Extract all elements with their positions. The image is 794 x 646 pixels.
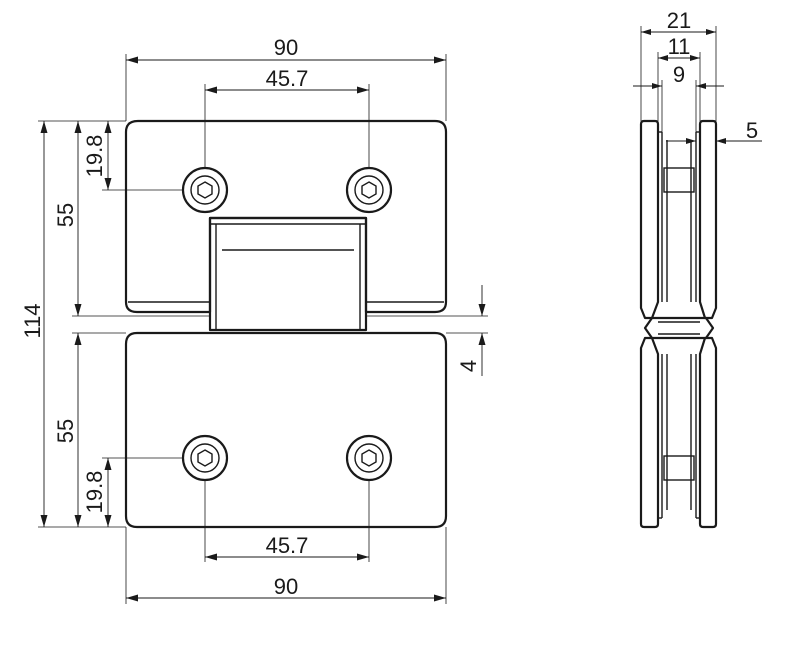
side-pivot-section bbox=[643, 316, 715, 340]
dim-side-glass-gap: 9 bbox=[673, 62, 685, 87]
dim-top-hole-offset: 19.8 bbox=[82, 135, 107, 178]
bottom-left-screw-hole bbox=[181, 434, 229, 482]
side-view bbox=[639, 119, 718, 529]
bottom-right-screw-hole bbox=[345, 434, 393, 482]
side-clamp-block-lower bbox=[663, 455, 695, 481]
side-left-plate-lower bbox=[639, 336, 660, 529]
bottom-leaf-outline bbox=[124, 331, 448, 529]
front-dimensions: 90 45.7 114 55 55 19.8 bbox=[20, 35, 488, 604]
dim-overall-height: 114 bbox=[20, 303, 45, 338]
dim-top-leaf-height: 55 bbox=[53, 203, 78, 227]
hinge-knuckle-block bbox=[208, 216, 368, 332]
dim-side-plate-gap: 5 bbox=[746, 118, 758, 143]
side-left-plate-upper bbox=[639, 119, 660, 320]
side-clamp-block-upper bbox=[663, 167, 695, 193]
dim-side-inner-width: 11 bbox=[668, 34, 691, 59]
side-dimensions: 21 11 9 5 bbox=[633, 8, 762, 144]
top-leaf-outline bbox=[124, 119, 448, 314]
dim-leaf-gap: 4 bbox=[456, 360, 481, 372]
front-view bbox=[124, 119, 448, 529]
top-left-screw-hole bbox=[181, 166, 229, 214]
dim-bottom-width: 90 bbox=[274, 574, 298, 599]
side-right-plate-upper bbox=[698, 119, 718, 320]
dim-top-width: 90 bbox=[274, 35, 298, 60]
dim-bottom-hole-spacing: 45.7 bbox=[266, 533, 309, 558]
dim-side-overall-thickness: 21 bbox=[667, 8, 691, 33]
dim-top-hole-spacing: 45.7 bbox=[266, 66, 309, 91]
dim-bottom-leaf-height: 55 bbox=[53, 419, 78, 443]
side-right-plate-lower bbox=[698, 336, 718, 529]
top-right-screw-hole bbox=[345, 166, 393, 214]
dim-bottom-hole-offset: 19.8 bbox=[82, 471, 107, 514]
